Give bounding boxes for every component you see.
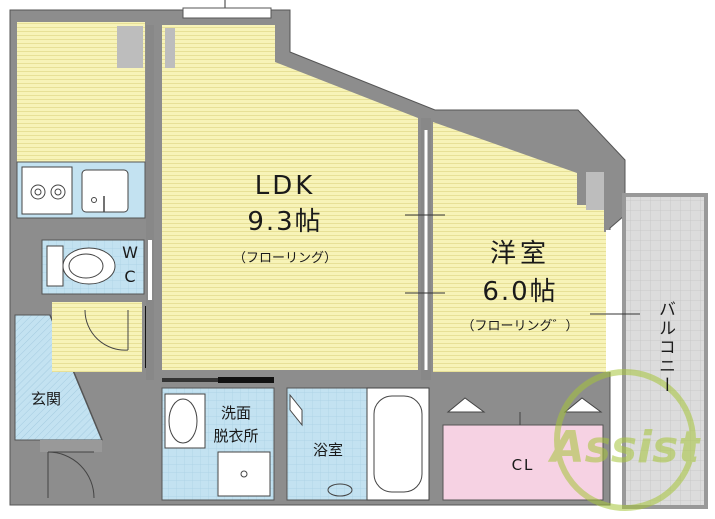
wc-label-w: W — [122, 243, 138, 262]
watermark-text: Assist — [548, 422, 702, 473]
entrance-label: 玄関 — [31, 390, 61, 408]
bath-label: 浴室 — [313, 441, 343, 459]
hall-floor — [52, 302, 142, 372]
bath-floor — [286, 387, 368, 501]
ldk-name: LDK — [255, 171, 316, 201]
western-room-name: 洋室 — [490, 239, 550, 269]
western-room-floor — [433, 122, 609, 372]
washroom-label-2: 脱衣所 — [213, 427, 258, 445]
western-room-size: 6.0帖 — [482, 277, 557, 307]
ldk-floor-type: （フローリング） — [233, 251, 337, 266]
balcony-label: バルコニー — [655, 300, 675, 395]
western-room-floor-type: （フローリング゛） — [461, 319, 578, 334]
closet-area — [442, 424, 604, 501]
closet-label: CL — [512, 456, 535, 474]
ldk-floor — [162, 25, 418, 370]
watermark-logo: Assist — [548, 369, 702, 511]
ldk-size: 9.3帖 — [247, 207, 322, 237]
wc-label-c: C — [124, 267, 135, 286]
washroom-label-1: 洗面 — [221, 404, 251, 422]
